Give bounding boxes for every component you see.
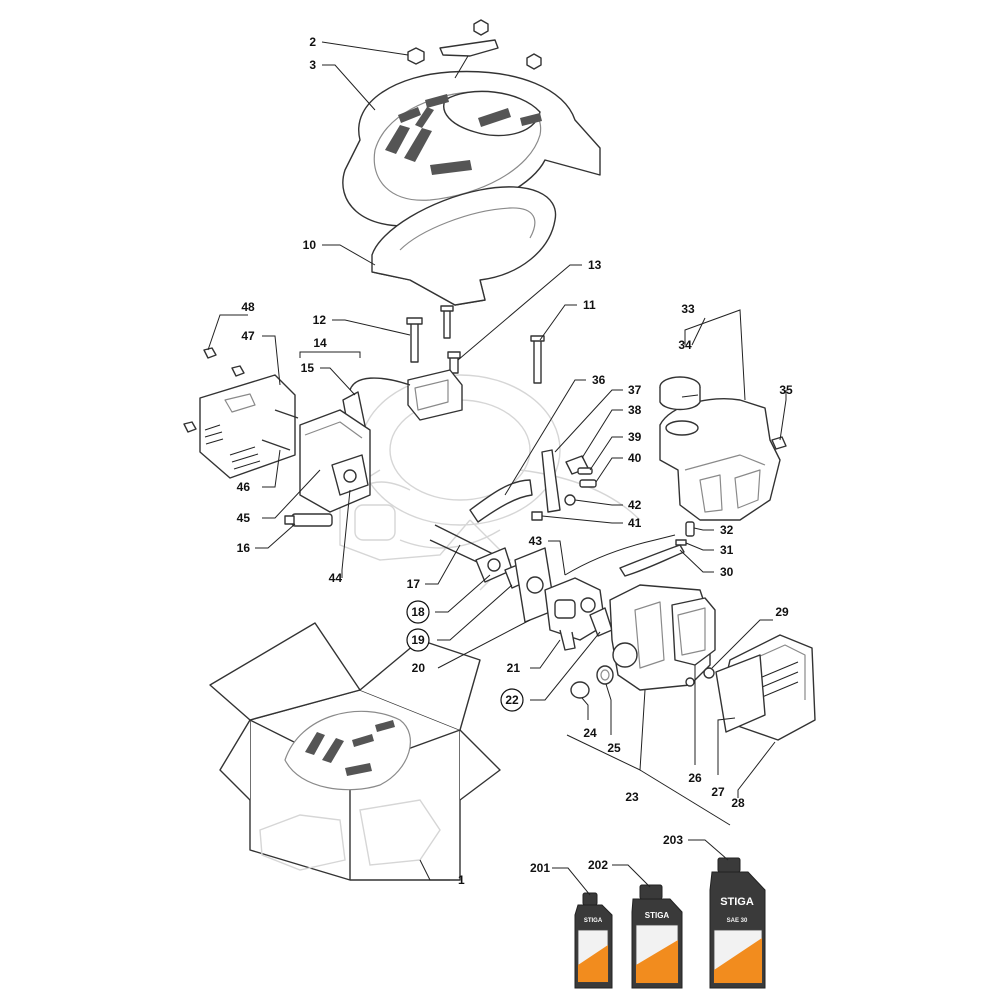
part-12-bolt [406,317,423,363]
part-43-rod [564,534,676,576]
part-3-engine-cover [342,39,601,227]
part-41-screw [531,511,543,521]
part-11-stud [530,335,545,384]
callout-21: 21 [507,661,521,675]
callout-20: 20 [412,661,426,675]
callout-17: 17 [407,577,421,591]
callout-34: 34 [678,338,692,352]
callout-28: 28 [731,796,745,810]
callout-16: 16 [237,541,251,555]
callout-27: 27 [711,785,725,799]
part-33-fuel-tank [659,398,781,521]
callout-40: 40 [628,451,642,465]
callout-1: 1 [458,873,465,887]
callout-33: 33 [681,302,695,316]
callout-22: 22 [505,693,519,707]
callout-11: 11 [583,298,596,312]
part-36-pipe [469,479,533,523]
part-46-studs [261,409,299,451]
callout-47: 47 [241,329,255,343]
callout-3: 3 [309,58,316,72]
part-27-filter [715,654,766,733]
callout-46: 46 [237,480,251,494]
callout-29: 29 [775,605,789,619]
callout-18-ring [406,600,430,624]
part-24-plug [570,681,590,699]
callout-38: 38 [628,403,642,417]
bottle-202-brand: STIGA [645,911,670,920]
part-34-fuel-cap [659,376,701,411]
callout-48: 48 [241,300,255,314]
part-48-screws [183,347,245,433]
callout-44: 44 [329,571,343,585]
air-filter-element [671,597,716,666]
part-31-clamp [675,539,687,546]
part-47-muffler-guard [199,374,296,479]
callout-26: 26 [688,771,702,785]
callout-203: 203 [663,833,683,847]
callout-32: 32 [720,523,734,537]
part-44-gasket [331,454,369,496]
callout-25: 25 [607,741,621,755]
muffler-guard-vents [204,424,261,470]
callout-15: 15 [301,361,315,375]
part-35-bolt [771,436,787,450]
part-203-oil-bottle-large: STIGA SAE 30 [709,857,766,989]
bottle-201-brand: STIGA [584,918,603,924]
callout-10: 10 [303,238,317,252]
callout-37: 37 [628,383,642,397]
fuel-tank-neck [665,420,699,436]
callout-36: 36 [592,373,606,387]
part-18-gasket [475,547,513,583]
part-201-oil-bottle-small: STIGA [574,892,613,989]
callout-39: 39 [628,430,642,444]
part-30-fuel-hose [619,544,685,577]
callout-42: 42 [628,498,642,512]
part-29-nut [685,667,715,687]
part-2-nuts [407,19,542,70]
part-25-ring [596,665,614,685]
callout-labels: 2 3 10 12 13 11 14 15 33 34 35 36 37 38 … [237,35,793,887]
callout-19-ring [406,628,430,652]
part-202-oil-bottle-medium: STIGA [631,884,683,989]
cover-vents [385,94,542,175]
callout-202: 202 [588,858,608,872]
part-13-screw [447,351,461,374]
callout-13: 13 [588,258,602,272]
callout-14: 14 [313,336,327,350]
callout-18: 18 [411,605,425,619]
callout-19: 19 [411,633,425,647]
callout-12: 12 [313,313,327,327]
part-37-lever [541,449,561,513]
callout-23: 23 [625,790,639,804]
callout-41: 41 [628,516,642,530]
starter-pull-handle [439,39,499,79]
boxed-engine-vents [305,720,395,776]
part-39-spring [577,467,593,475]
part-21-carburetor [544,577,606,651]
callout-45: 45 [237,511,251,525]
part-10-shroud [371,186,557,306]
callout-2: 2 [309,35,316,49]
callout-201: 201 [530,861,550,875]
callout-30: 30 [720,565,734,579]
part-32-clamp [685,521,695,537]
callout-43: 43 [529,534,543,548]
callout-31: 31 [720,543,734,557]
callout-22-ring [500,688,524,712]
part-1-boxed-engine [209,622,501,881]
leader-lines [207,41,787,896]
part-40-spring [579,479,597,488]
part-16-spark-plug [284,513,333,527]
part-42-washer [564,494,576,506]
part-12-bolt-b [440,305,454,339]
callout-35: 35 [779,383,793,397]
callout-24: 24 [583,726,597,740]
bottle-203-brand: STIGA [720,896,754,908]
bottle-203-spec: SAE 30 [727,918,748,924]
